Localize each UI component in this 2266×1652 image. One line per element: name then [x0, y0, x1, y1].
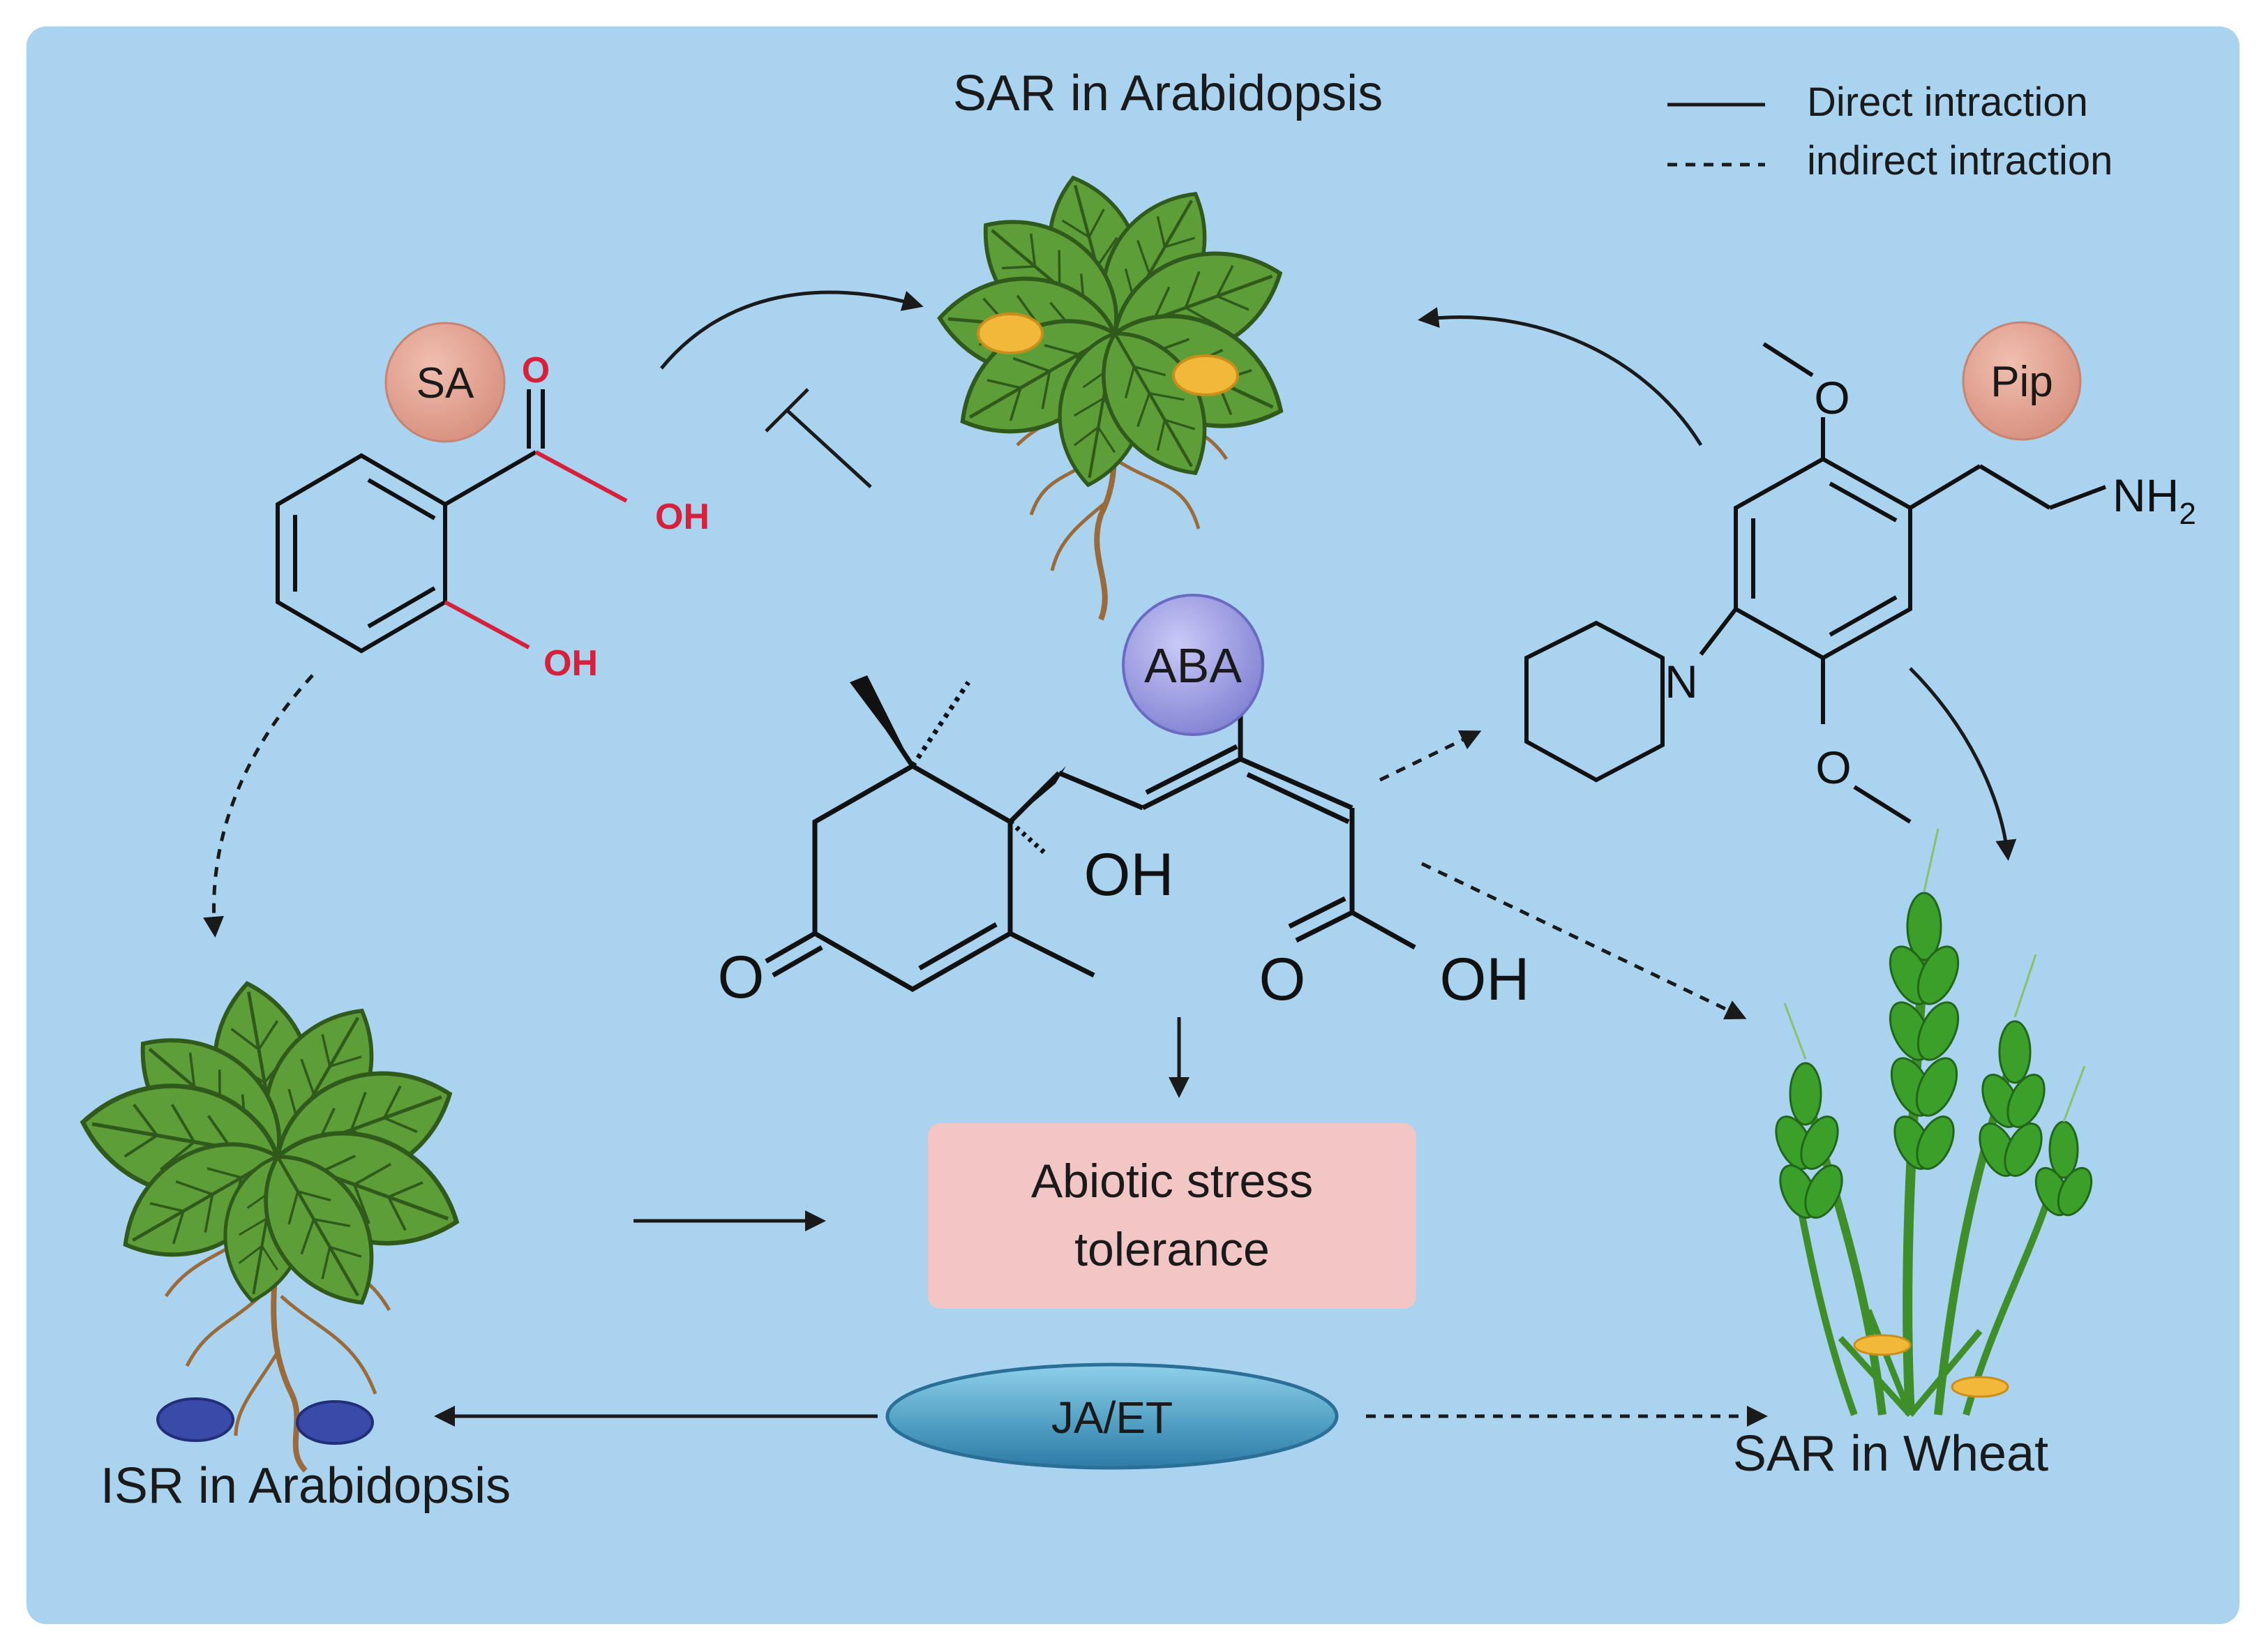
aba-acid-o: O	[1259, 946, 1306, 1013]
lesion-spot	[1951, 1376, 2009, 1398]
ja-et-ellipse: JA/ET	[885, 1362, 1339, 1470]
title-isr-arabidopsis: ISR in Arabidopsis	[100, 1458, 511, 1514]
diagram-panel: Direct intraction indirect intraction SA…	[27, 27, 2239, 1624]
lesion-spot	[977, 313, 1044, 354]
title-sar-wheat: SAR in Wheat	[1733, 1426, 2048, 1482]
svg-text:JA/ET: JA/ET	[1051, 1392, 1173, 1443]
lesion-spot	[1853, 1334, 1912, 1356]
arabidopsis-plant-top	[936, 167, 1302, 621]
sa-carbonyl-o: O	[522, 350, 550, 391]
salicylic-acid-structure	[276, 389, 628, 654]
svg-text:Pip: Pip	[1990, 358, 2053, 406]
legend: Direct intraction indirect intraction	[1667, 80, 2113, 183]
pip-badge: Pip	[1962, 321, 2082, 441]
svg-text:ABA: ABA	[1144, 638, 1242, 693]
rhizobacteria-cell	[156, 1397, 234, 1442]
arrow-aba-to-wheat	[1420, 862, 1747, 1020]
wheat-plant	[1775, 828, 2093, 1418]
interaction-arrows	[203, 290, 2017, 1427]
lesion-spot	[1172, 354, 1239, 396]
svg-text:SA: SA	[417, 359, 474, 407]
pip-amine: NH2	[2113, 470, 2196, 531]
legend-indirect-label: indirect intraction	[1807, 138, 2113, 183]
abiotic-stress-box: Abiotic stress tolerance	[928, 1123, 1416, 1309]
diagram-canvas: Direct intraction indirect intraction SA…	[27, 27, 2239, 1624]
aba-ketone-o: O	[718, 944, 765, 1011]
arrow-pip-to-wheat	[1909, 667, 2017, 861]
inhibition-bar	[765, 388, 809, 433]
aba-wedge-bond	[850, 675, 913, 766]
arrow-sa-to-sar	[660, 290, 924, 370]
pip-methoxy-o-top: O	[1814, 372, 1849, 423]
aba-badge: ABA	[1122, 594, 1264, 736]
sa-acid-oh: OH	[655, 497, 710, 537]
svg-text:tolerance: tolerance	[1074, 1223, 1270, 1276]
pip-methoxy-o-bottom: O	[1815, 742, 1851, 793]
pip-structure	[1524, 342, 2107, 824]
inhibition-aba-to-sar	[786, 409, 872, 488]
aba-hydroxyl: OH	[1084, 841, 1174, 908]
aba-wedge-bond	[1010, 766, 1066, 822]
legend-direct-label: Direct intraction	[1807, 80, 2088, 125]
aba-acid-oh: OH	[1440, 946, 1530, 1013]
title-sar-arabidopsis: SAR in Arabidopsis	[953, 66, 1383, 121]
arrow-sa-to-isr	[203, 674, 314, 938]
arabidopsis-plant-bottom	[74, 975, 474, 1473]
svg-text:Abiotic stress: Abiotic stress	[1031, 1155, 1313, 1208]
arrow-pip-to-sar	[1418, 307, 1703, 446]
sa-ring-oh: OH	[543, 643, 598, 684]
pip-nitrogen: N	[1665, 656, 1698, 707]
rhizobacteria-cell	[296, 1400, 374, 1445]
sa-badge: SA	[384, 322, 506, 443]
